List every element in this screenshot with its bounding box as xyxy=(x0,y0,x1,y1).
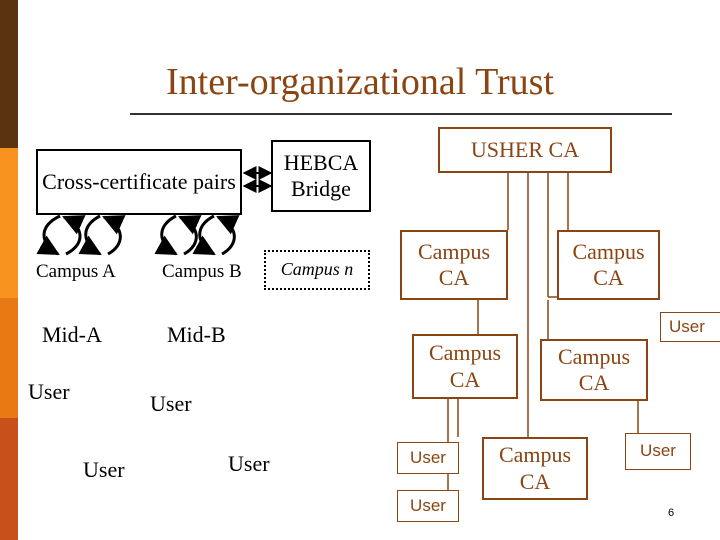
title-rule xyxy=(130,113,672,115)
campus-ca-label-2: Campus CA xyxy=(572,238,645,290)
campus-a-label: Campus A xyxy=(36,261,116,282)
left-user-3: User xyxy=(83,457,125,482)
right-user-box-1: User xyxy=(660,312,720,342)
campus-b-label: Campus B xyxy=(162,261,242,282)
usher-ca-label: USHER CA xyxy=(470,136,580,162)
cross-cert-arrow-a1 xyxy=(36,214,61,256)
cross-cert-arrow-b3 xyxy=(192,214,216,256)
campus-ca-label-1: Campus CA xyxy=(417,238,491,290)
band-low xyxy=(0,298,18,418)
cross-cert-arrow-a4 xyxy=(102,215,126,256)
mid-a-label: Mid-A xyxy=(42,322,102,347)
slide-title: Inter-organizational Trust xyxy=(166,61,554,103)
cross-certificate-pairs-label: Cross-certificate pairs xyxy=(42,168,236,194)
campus-ca-box-1: Campus CA xyxy=(400,230,508,300)
campus-ca-label-5: Campus CA xyxy=(498,442,572,494)
cross-certificate-pairs-box: Cross-certificate pairs xyxy=(36,149,242,215)
right-user-box-2: User xyxy=(397,442,459,474)
right-user-label-4: User xyxy=(640,441,676,461)
campus-ca-box-3: Campus CA xyxy=(412,334,518,399)
right-user-label-3: User xyxy=(410,495,446,515)
cross-cert-arrow-b1 xyxy=(154,214,178,256)
campus-ca-box-5: Campus CA xyxy=(482,437,588,500)
campus-ca-box-2: Campus CA xyxy=(557,230,660,300)
right-user-box-3: User xyxy=(397,490,459,522)
band-top xyxy=(0,0,18,148)
left-user-1: User xyxy=(28,379,70,404)
band-bottom xyxy=(0,418,18,540)
hebca-bridge-box: HEBCA Bridge xyxy=(271,140,371,212)
campus-ca-label-4: Campus CA xyxy=(557,343,631,395)
campus-n-box: Campus n xyxy=(264,250,370,290)
right-user-label-2: User xyxy=(410,447,446,467)
cross-cert-arrow-a3 xyxy=(78,214,102,256)
campus-ca-label-3: Campus CA xyxy=(428,340,502,392)
cross-cert-arrow-a2 xyxy=(62,215,86,256)
right-user-label-1: User xyxy=(669,316,705,336)
left-user-2: User xyxy=(150,391,192,416)
cross-cert-arrow-b2 xyxy=(178,215,202,256)
hebca-bridge-label: HEBCA Bridge xyxy=(283,149,359,201)
campus-ca-box-4: Campus CA xyxy=(540,339,648,401)
usher-ca-box: USHER CA xyxy=(438,127,612,173)
left-user-4: User xyxy=(228,451,270,476)
page-number: 6 xyxy=(668,507,675,519)
campus-n-label: Campus n xyxy=(280,259,354,280)
right-user-box-4: User xyxy=(625,433,691,470)
cross-cert-arrow-b4 xyxy=(216,215,240,256)
band-mid xyxy=(0,148,18,298)
mid-b-label: Mid-B xyxy=(167,322,226,347)
